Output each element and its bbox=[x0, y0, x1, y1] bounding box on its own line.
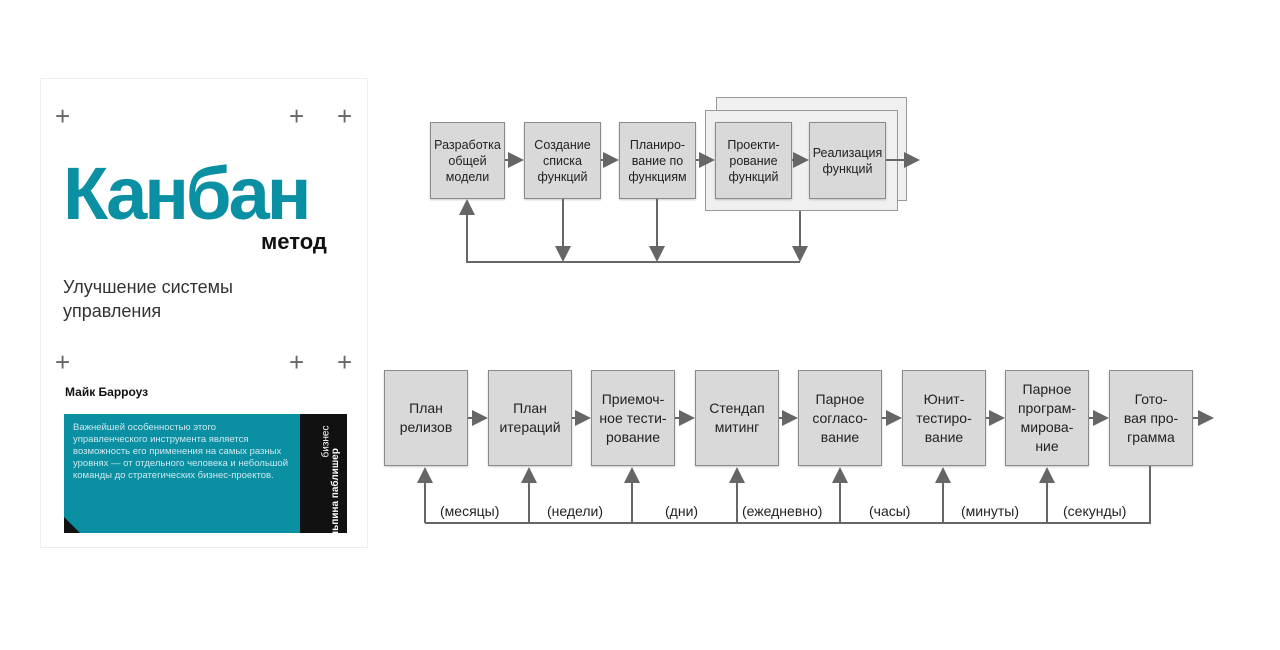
cycle-label: (секунды) bbox=[1063, 503, 1127, 519]
cycle-label: (часы) bbox=[869, 503, 911, 519]
crosshair-mark: + bbox=[289, 101, 305, 131]
cycle-label: (ежедневно) bbox=[742, 503, 823, 519]
practice-box: Гото- вая про- грамма bbox=[1109, 370, 1193, 466]
process-box: Создание списка функций bbox=[524, 122, 601, 199]
practice-box: Парное програм- мирова- ние bbox=[1005, 370, 1089, 466]
crosshair-mark: + bbox=[55, 101, 71, 131]
practice-box: Приемоч- ное тести- рование bbox=[591, 370, 675, 466]
cover-title: Канбан bbox=[63, 152, 311, 235]
process-box: Разработка общей модели bbox=[430, 122, 505, 199]
crosshair-mark: + bbox=[337, 101, 353, 131]
process-box: Планиро- вание по функциям bbox=[619, 122, 696, 199]
cover-tagline: Улучшение системы управления bbox=[63, 277, 233, 321]
book-cover: + + + Канбан метод Улучшение системы упр… bbox=[40, 78, 368, 548]
crosshair-mark: + bbox=[55, 347, 71, 377]
cover-subtitle: метод bbox=[261, 229, 327, 254]
practice-box: План релизов bbox=[384, 370, 468, 466]
cycle-label: (дни) bbox=[665, 503, 699, 519]
cycle-label: (месяцы) bbox=[440, 503, 500, 519]
process-box: Проекти- рование функций bbox=[715, 122, 792, 199]
practice-box: Парное согласо- вание bbox=[798, 370, 882, 466]
practice-box: План итераций bbox=[488, 370, 572, 466]
cycle-label: (недели) bbox=[547, 503, 604, 519]
process-box: Реализация функций bbox=[809, 122, 886, 199]
crosshair-mark: + bbox=[337, 347, 353, 377]
cover-blurb: Важнейшей особенностью этого управленчес… bbox=[64, 414, 300, 533]
practice-box: Юнит- тестиро- вание bbox=[902, 370, 986, 466]
cycle-label: (минуты) bbox=[961, 503, 1019, 519]
practice-box: Стендап митинг bbox=[695, 370, 779, 466]
publisher-logo: альпина паблишер бизнес bbox=[300, 414, 347, 543]
feedback-arrow bbox=[459, 199, 800, 263]
feedback-line bbox=[425, 466, 1151, 524]
cover-author: Майк Барроуз bbox=[65, 385, 149, 399]
crosshair-mark: + bbox=[289, 347, 305, 377]
